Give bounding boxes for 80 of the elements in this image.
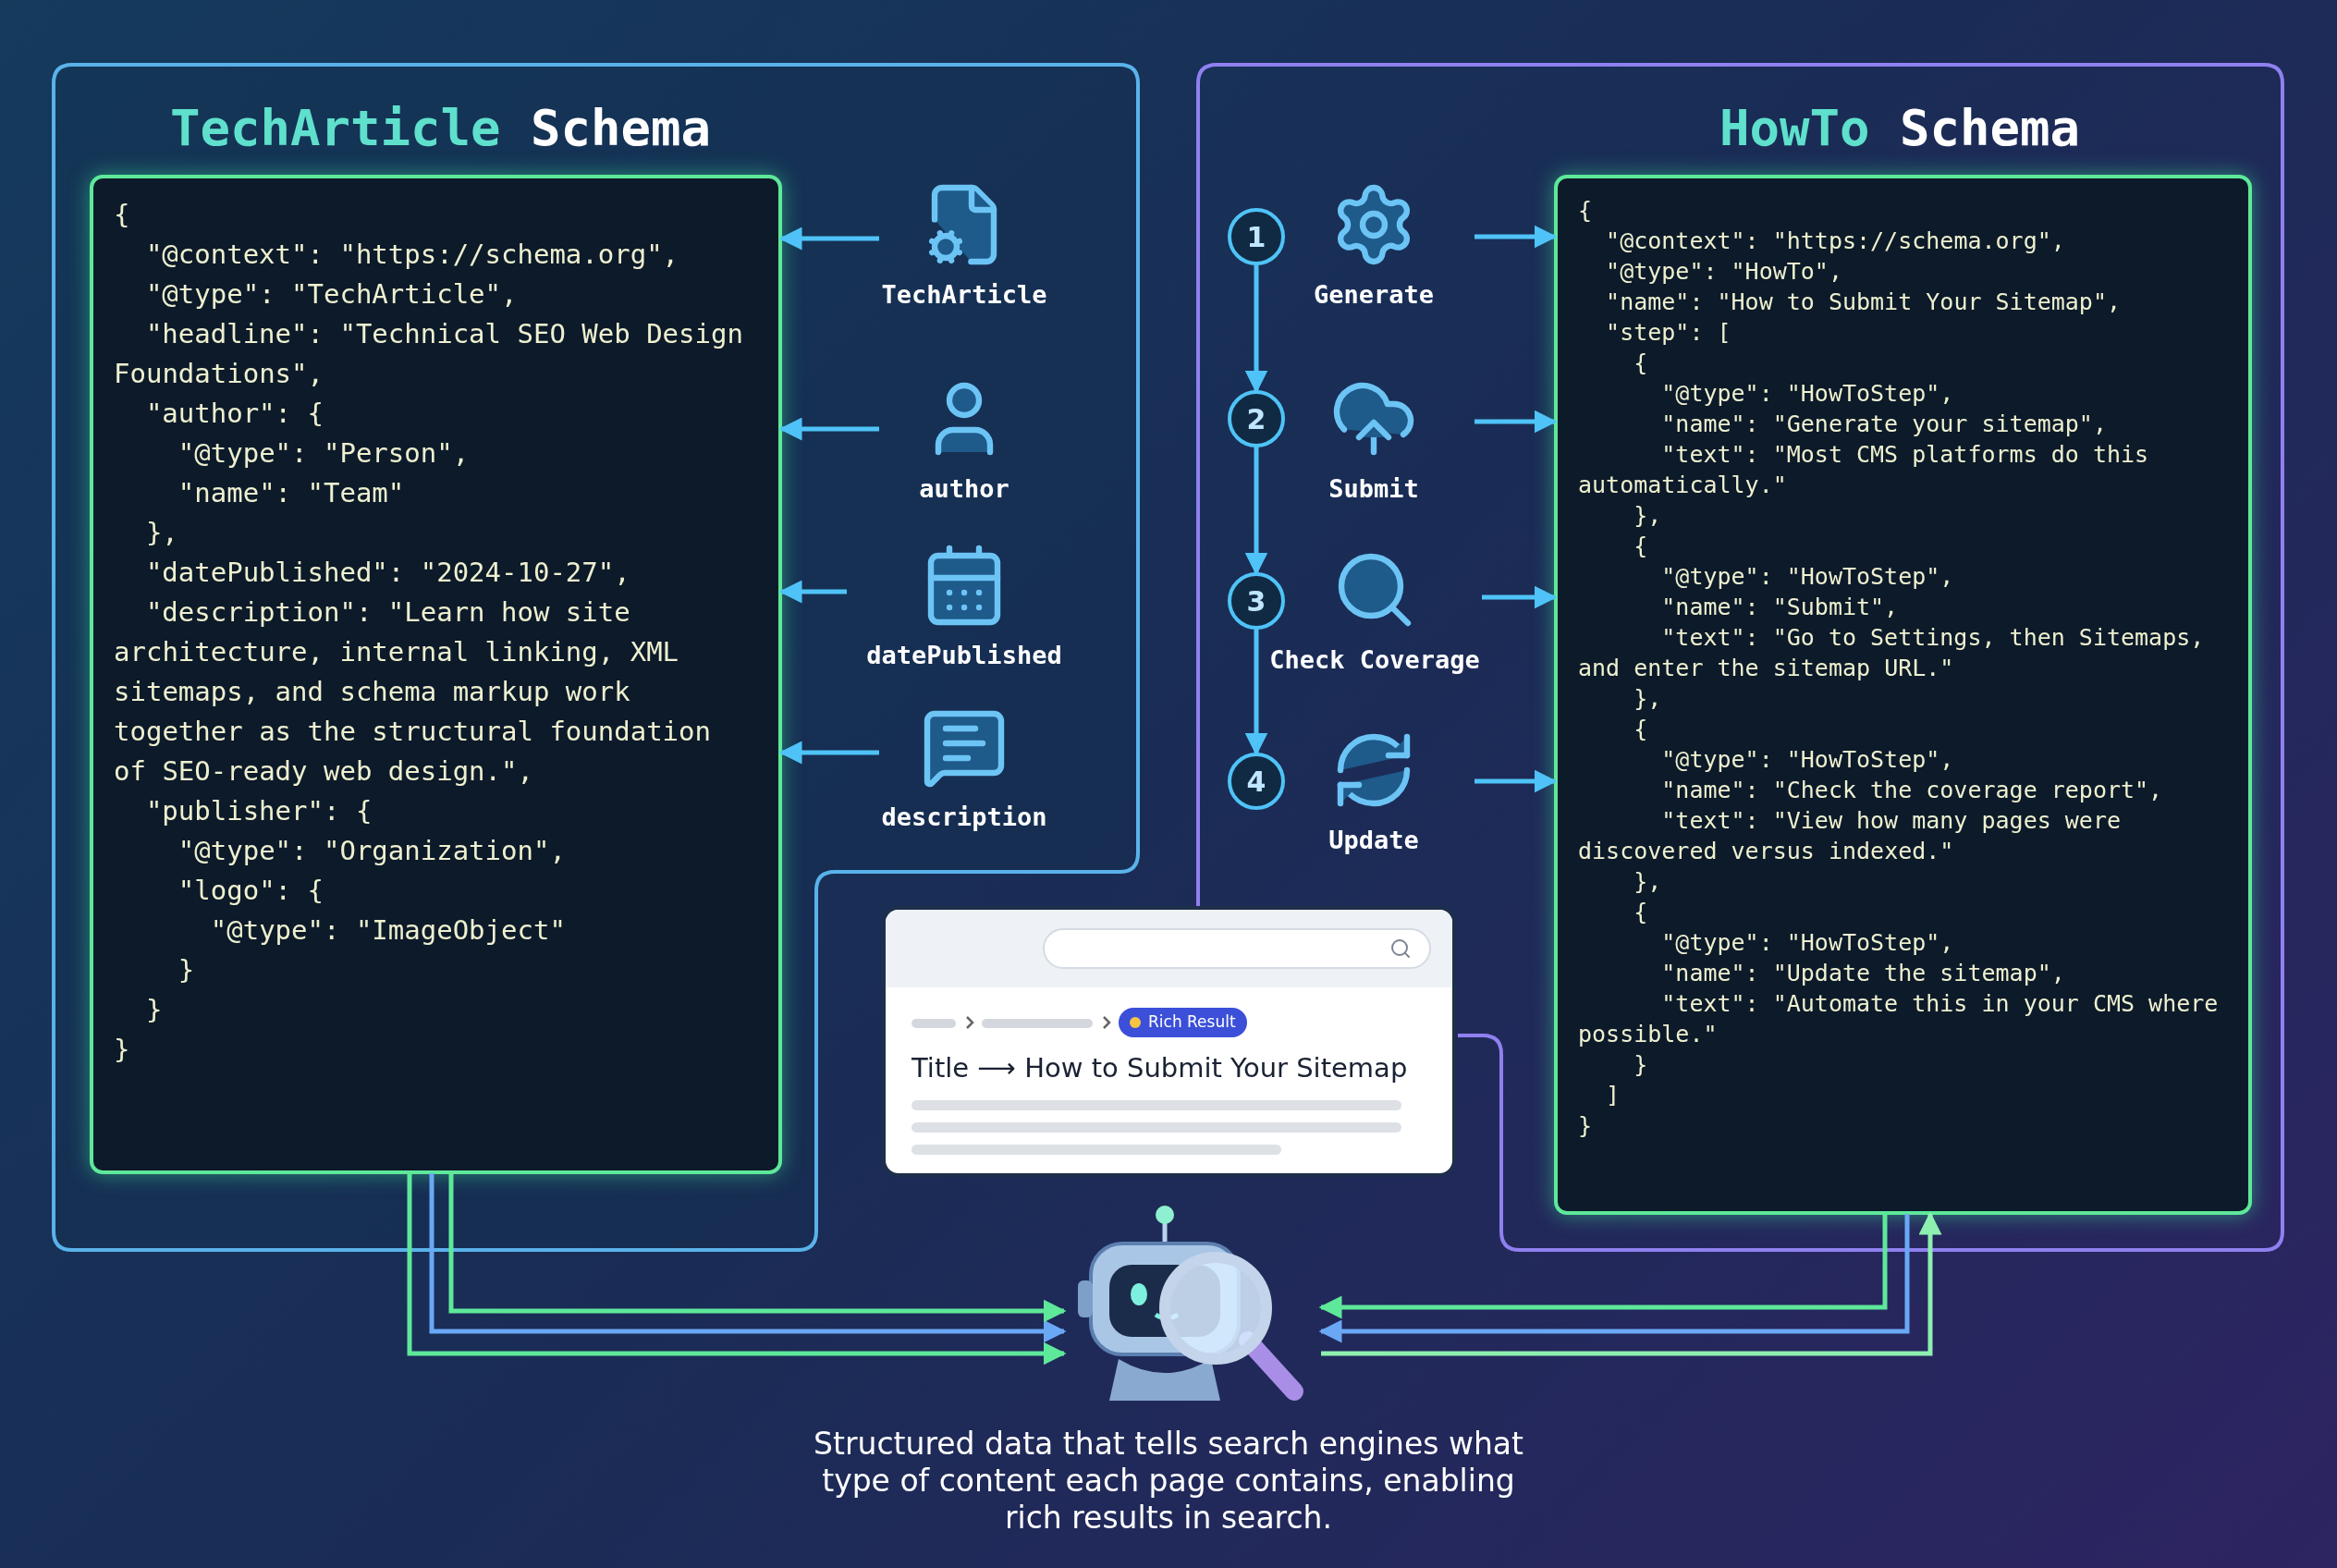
arrow (1321, 1211, 1942, 1356)
search-result-card (882, 906, 1456, 1177)
code-line: "@type": "Organization", (177, 834, 567, 868)
code-line: { (1633, 349, 1649, 378)
panel-title: TechArticle (170, 104, 501, 153)
panel-title: Schema (1899, 104, 2081, 153)
arrow (1318, 1214, 1910, 1343)
result-title: Title ⟶ How to Submit Your Sitemap (912, 1051, 1408, 1085)
code-line: { (1578, 196, 1594, 226)
code-line: "@type": "HowToStep", (1660, 928, 1955, 958)
arrow (1474, 769, 1558, 793)
code-line: "@context": "https://schema.org", (144, 238, 680, 272)
icon-label: author (919, 473, 1009, 505)
arrow (1244, 447, 1268, 576)
code-line: "name": "Update the sitemap", (1660, 959, 2066, 988)
code-line: "publisher": { (144, 794, 373, 828)
icon-label: Submit (1328, 473, 1419, 505)
code-line: "text": "Go to Settings, then Sitemaps, and enter the sitemap URL." (1578, 623, 2206, 683)
code-line: "logo": { (177, 874, 324, 908)
caption: Structured data that tells search engines what type of content each page contains, enabling rich results in search. (813, 1426, 1524, 1537)
icon-label: datePublished (866, 640, 1062, 671)
code-line: "name": "Generate your sitemap", (1660, 410, 2108, 439)
arrow (778, 741, 879, 765)
code-line: "text": "Automate this in your CMS where possible." (1578, 989, 2220, 1049)
code-line: }, (1633, 684, 1663, 714)
code-line: "text": "Most CMS platforms do this automatically." (1578, 440, 2150, 500)
icon-label: Update (1328, 825, 1419, 856)
code-block (1554, 175, 2252, 1215)
code-line: "name": "Check the coverage report", (1660, 776, 2164, 805)
code-line: }, (1633, 501, 1663, 531)
code-line: "name": "How to Submit Your Sitemap", (1605, 288, 2122, 317)
code-line: "@context": "https://schema.org", (1605, 227, 2066, 256)
code-line: "@type": "Person", (177, 436, 471, 471)
code-line: "@type": "HowToStep", (1660, 379, 1955, 409)
code-line: "step": [ (1605, 318, 1732, 348)
code-line: }, (144, 516, 179, 550)
icon-label: description (881, 802, 1047, 833)
code-line: } (1633, 1050, 1649, 1080)
code-line: "headline": "Technical SEO Web Design Foundations", (114, 317, 744, 391)
code-line: "@type": "HowTo", (1605, 257, 1843, 287)
code-line: }, (1633, 867, 1663, 897)
code-line: { (1633, 898, 1649, 927)
code-line: ] (1605, 1081, 1621, 1110)
icon-label: TechArticle (881, 279, 1047, 311)
code-line: { (1633, 532, 1649, 561)
arrow (1318, 1214, 1888, 1319)
code-line: "description": "Learn how site architecture, internal linking, XML sitemaps, and schema markup work together as the structural foundation of SEO-ready web design.", (114, 595, 712, 789)
code-line: "name": "Team" (177, 476, 406, 510)
arrow (1244, 629, 1268, 756)
code-block (90, 175, 782, 1174)
code-line: { (1633, 715, 1649, 744)
arrow (1244, 264, 1268, 394)
step-number: 3 (1246, 583, 1266, 619)
arrow (1482, 585, 1558, 609)
arrow (778, 227, 879, 251)
code-line: "@type": "ImageObject" (209, 913, 567, 948)
arrow (778, 580, 847, 604)
code-line: } (114, 1033, 131, 1067)
arrow (1474, 410, 1558, 434)
icon-label: Check Coverage (1269, 644, 1480, 676)
code-line: "@type": "HowToStep", (1660, 745, 1955, 775)
step-number: 1 (1246, 219, 1266, 255)
code-line: } (177, 953, 196, 987)
code-line: } (144, 993, 164, 1027)
step-number: 4 (1246, 764, 1266, 800)
code-line: } (1578, 1111, 1594, 1141)
code-line: "author": { (144, 397, 324, 431)
panel-title: HowTo (1719, 104, 1870, 153)
arrow (778, 417, 879, 441)
code-line: { (114, 198, 131, 232)
icon-label: Generate (1313, 279, 1434, 311)
badge-label: Rich Result (1148, 1011, 1236, 1034)
code-line: "name": "Submit", (1660, 593, 1900, 622)
code-line: "datePublished": "2024-10-27", (144, 556, 631, 590)
code-line: "@type": "HowToStep", (1660, 562, 1955, 592)
code-line: "@type": "TechArticle", (144, 277, 519, 312)
panel-title: Schema (531, 104, 712, 153)
code-line: "text": "View how many pages were discovered versus indexed." (1578, 806, 2122, 866)
step-number: 2 (1246, 401, 1266, 437)
arrow (1474, 225, 1558, 249)
